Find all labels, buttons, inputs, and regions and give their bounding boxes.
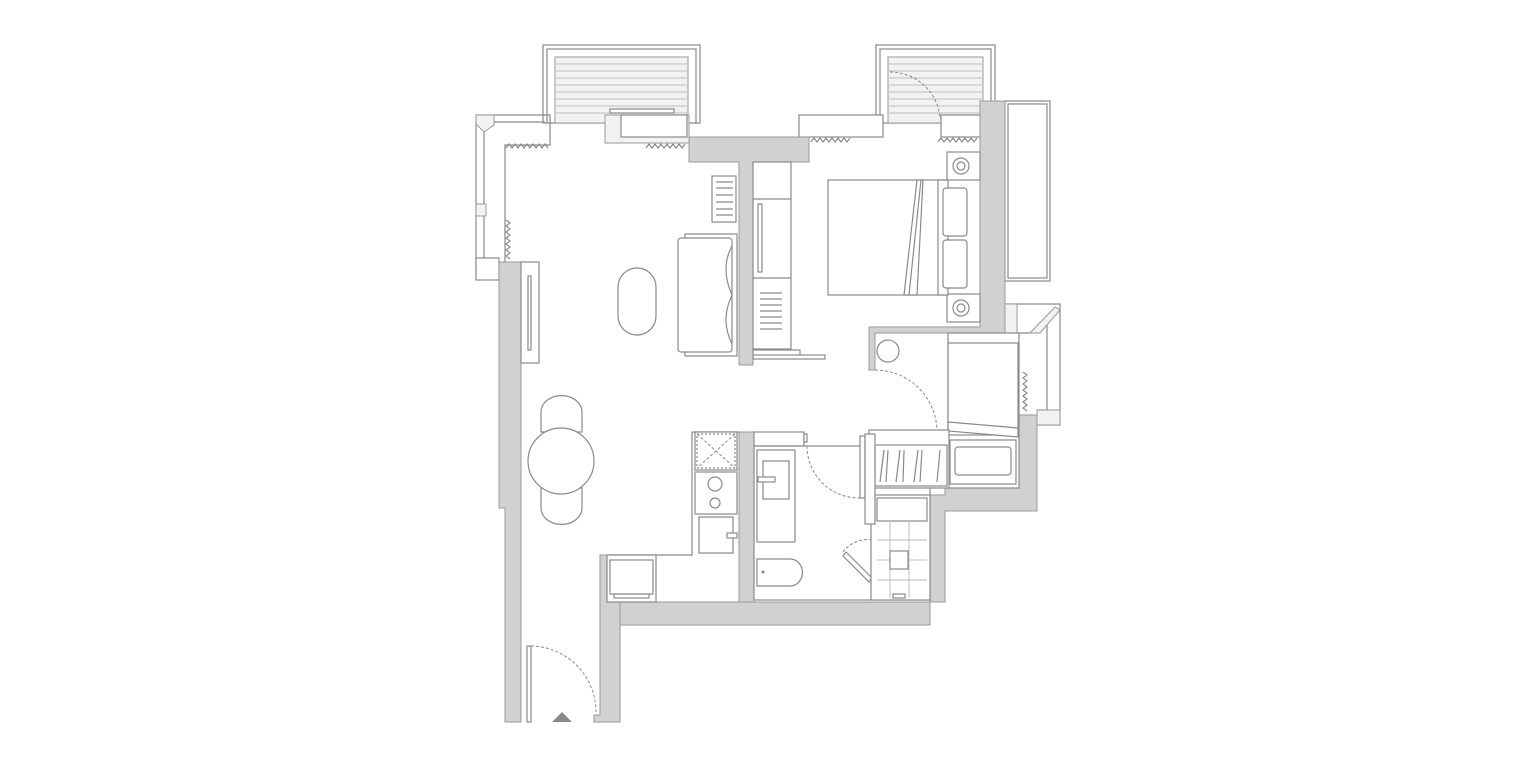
master-bedroom xyxy=(827,151,981,323)
entrance xyxy=(526,645,597,723)
bed xyxy=(827,179,948,296)
walls xyxy=(498,100,1038,723)
coffee-table xyxy=(617,267,657,336)
exterior-outline xyxy=(475,100,1061,426)
sofa xyxy=(677,233,738,357)
bay-window-left xyxy=(542,44,701,144)
bay-window-right xyxy=(798,44,996,138)
bed-small xyxy=(947,342,1019,436)
toilet xyxy=(756,558,804,587)
living-room xyxy=(520,161,826,525)
second-bedroom xyxy=(864,332,1020,525)
tv-console xyxy=(520,261,540,364)
bathroom xyxy=(753,431,931,601)
wardrobe xyxy=(752,161,826,360)
kitchen xyxy=(606,431,739,603)
curtains xyxy=(505,137,1028,412)
shoe-rack xyxy=(711,175,737,223)
entrance-arrow-icon xyxy=(552,712,572,722)
dining-set xyxy=(527,395,595,525)
